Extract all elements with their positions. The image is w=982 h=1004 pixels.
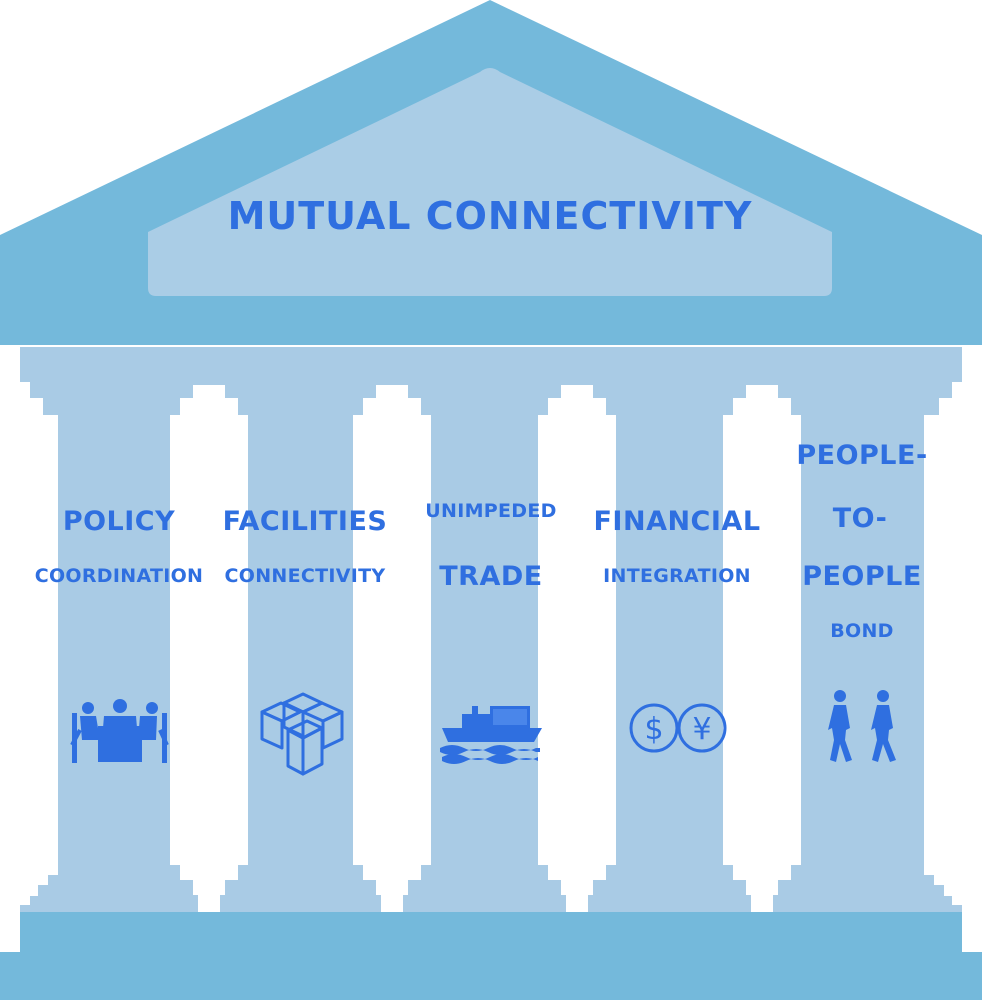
pillar-gap-1: [170, 385, 248, 912]
pillar-gap-left-edge: [0, 347, 58, 912]
meeting-table-icon: [70, 699, 169, 763]
pillar-gap-2: [353, 385, 431, 912]
two-people-walking-icon: [828, 690, 896, 762]
pillar-gap-4: [723, 385, 801, 912]
pediment-title: MUTUAL CONNECTIVITY: [227, 194, 753, 238]
base-bottom: [0, 952, 982, 1000]
pillar-4-line-1: FINANCIAL: [593, 506, 761, 537]
pillar-gap-3: [538, 385, 616, 912]
svg-text:¥: ¥: [692, 712, 711, 747]
pillar-3-line-1: UNIMPEDED: [425, 500, 557, 522]
pillar-3-line-2: TRADE: [439, 561, 543, 592]
pillar-2-line-2: CONNECTIVITY: [224, 565, 386, 587]
svg-text:$: $: [644, 712, 663, 747]
pillar-2-line-1: FACILITIES: [222, 506, 388, 537]
stacked-boxes-icon: [260, 692, 344, 776]
base: [20, 912, 962, 952]
cargo-ship-icon: [440, 706, 542, 764]
pillar-4-line-2: INTEGRATION: [603, 565, 751, 587]
pillar-gap-right-edge: [924, 347, 982, 912]
pillar-5-line-4: BOND: [830, 620, 894, 642]
pillar-gaps: [0, 347, 982, 912]
pillar-5-line-2: TO-: [832, 503, 888, 534]
dollar-yen-coins-icon: $ ¥: [629, 703, 727, 753]
colonnade: [20, 347, 962, 912]
pillar-5-line-1: PEOPLE-: [796, 440, 928, 471]
pillar-5-line-3: PEOPLE: [802, 561, 922, 592]
pediment-panel: [148, 68, 832, 296]
pillar-1-line-2: COORDINATION: [34, 565, 204, 587]
pillar-1-line-1: POLICY: [62, 506, 176, 537]
